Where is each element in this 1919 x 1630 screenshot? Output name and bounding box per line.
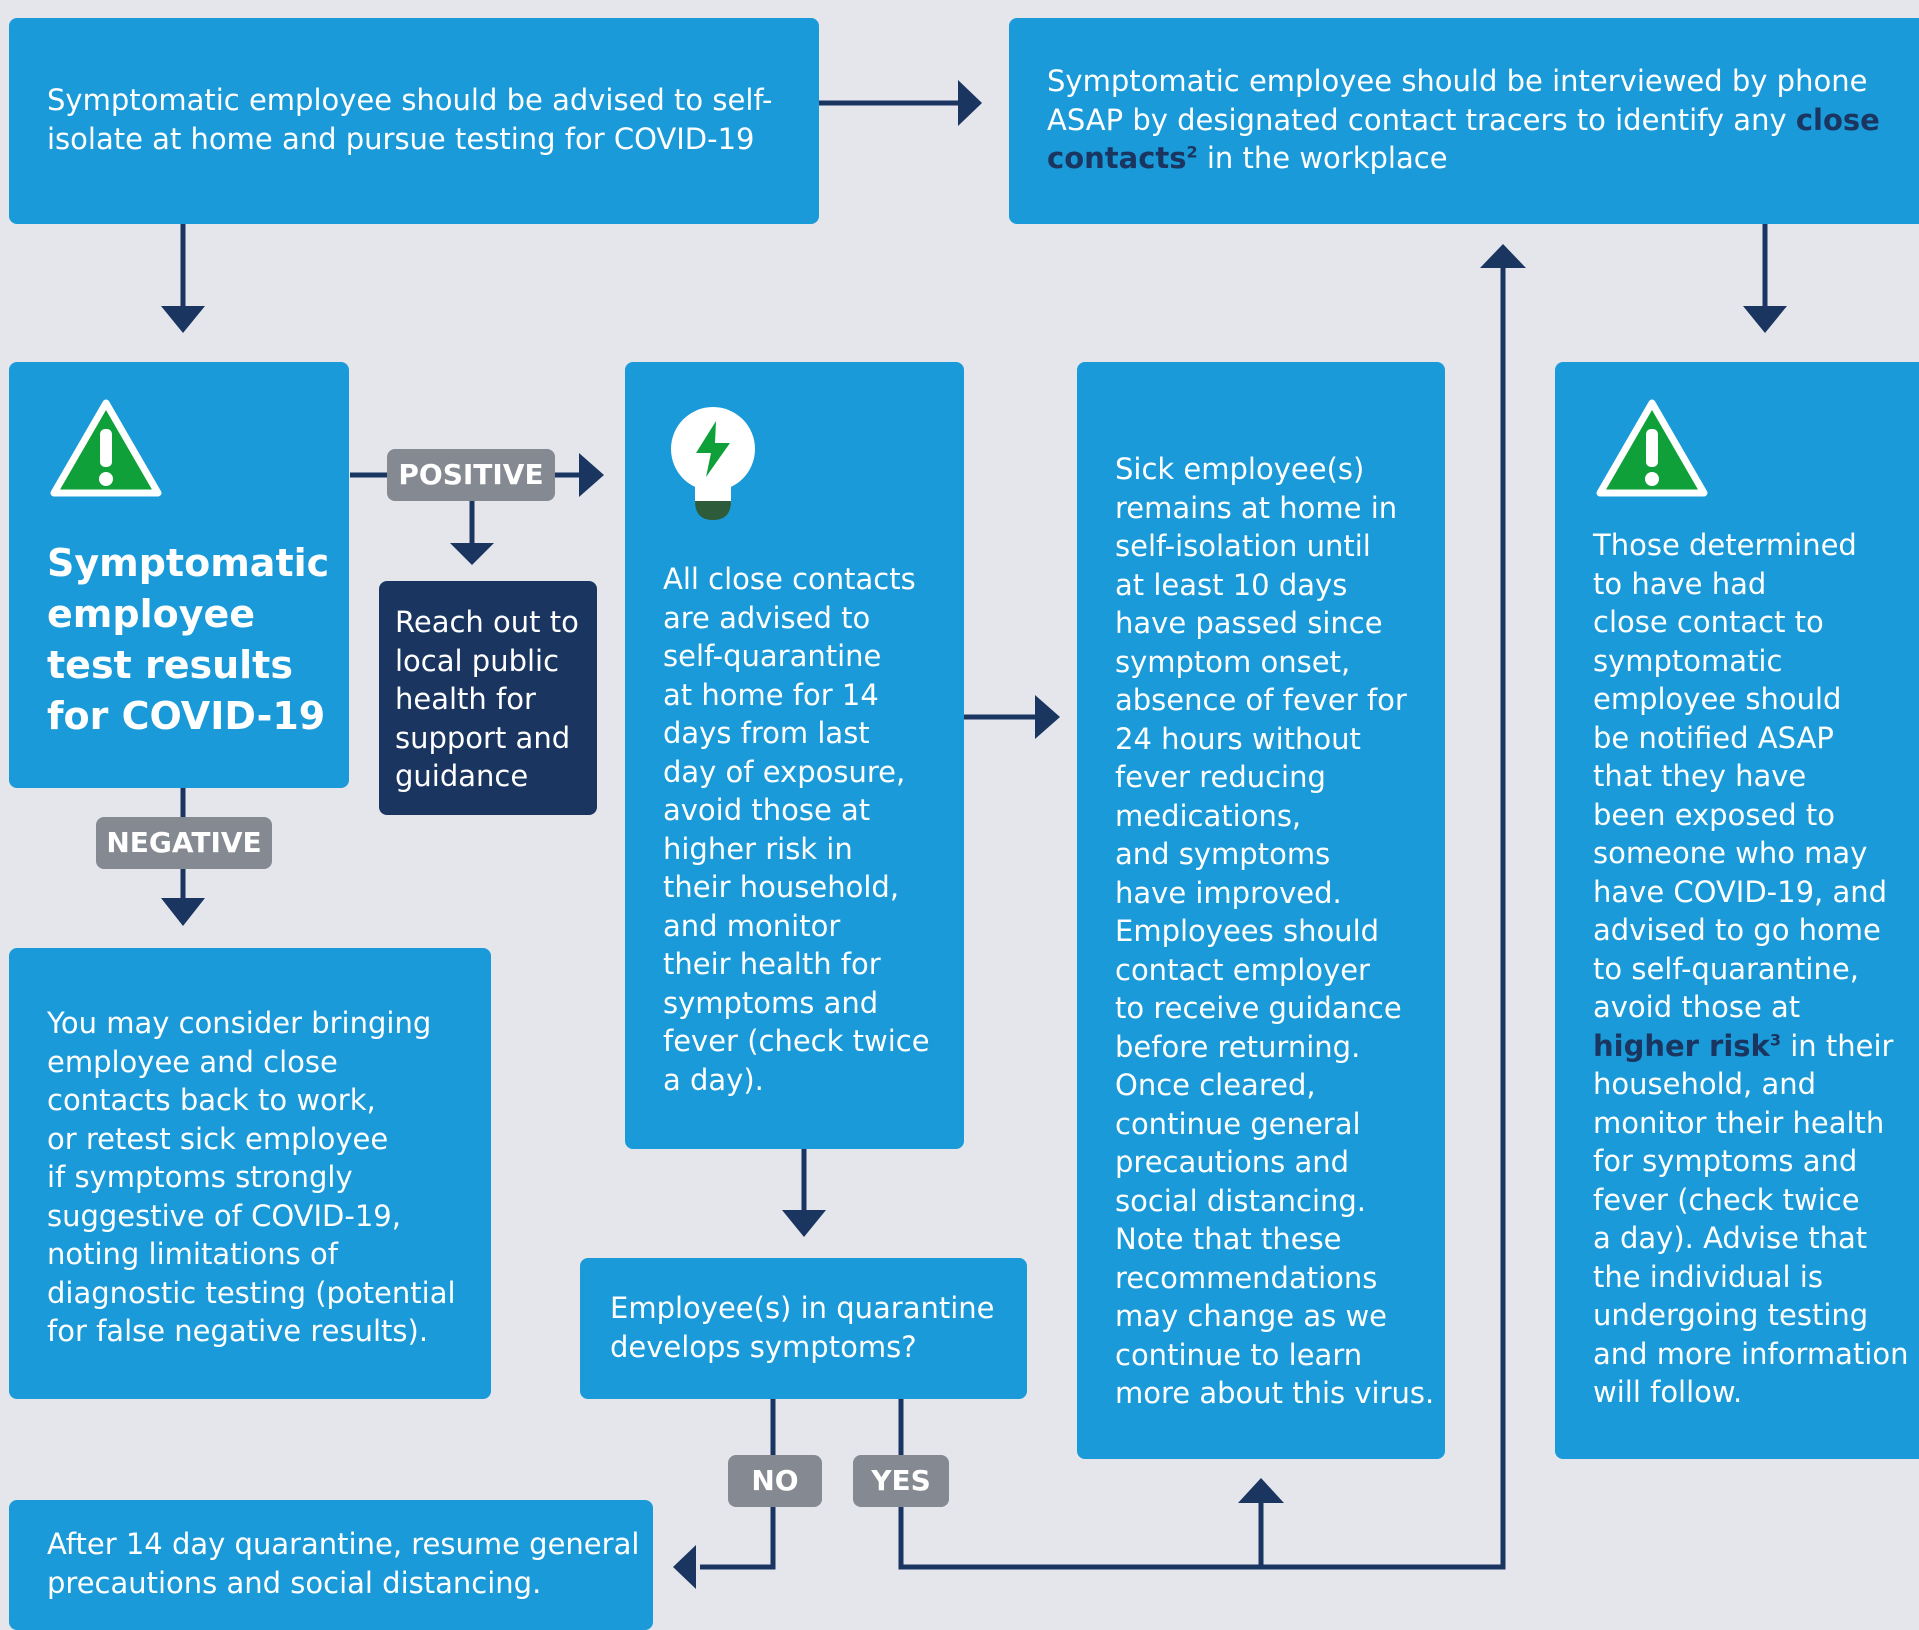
box-notify-close-contacts: Those determined to have had close conta…	[1555, 362, 1919, 1459]
box-reach-out-public-health: Reach out to local public health for sup…	[379, 581, 597, 815]
arrowhead	[1035, 695, 1060, 739]
quarantine-question-text: Employee(s) in quarantine develops sympt…	[610, 1291, 995, 1364]
higher-risk-term: higher risk	[1593, 1028, 1770, 1063]
lightbulb-icon	[671, 407, 755, 520]
arrowhead	[579, 453, 604, 497]
box-self-isolate: Symptomatic employee should be advised t…	[9, 18, 819, 224]
arrowhead	[673, 1545, 696, 1589]
box-contact-tracer-interview: Symptomatic employee should be interview…	[1009, 18, 1919, 224]
arrowhead	[450, 543, 494, 565]
box-test-results: Symptomatic employee test results for CO…	[9, 362, 349, 788]
box-interview-text: Symptomatic employee should be interview…	[1047, 64, 1880, 175]
footnote-2: 2	[1186, 142, 1198, 162]
reach-out-text: Reach out to local public health for sup…	[395, 605, 579, 793]
box-resume-precautions: After 14 day quarantine, resume general …	[9, 1500, 653, 1630]
box-sick-employee-isolation: Sick employee(s) remains at home in self…	[1077, 362, 1445, 1459]
test-results-title: Symptomatic employee test results for CO…	[47, 541, 330, 738]
arrowhead	[1480, 244, 1526, 268]
close-contacts-text: All close contacts are advised to self-q…	[663, 562, 930, 1097]
arrowhead	[782, 1210, 826, 1237]
label-positive: POSITIVE	[387, 449, 555, 501]
arrowhead	[1238, 1478, 1284, 1503]
arrowhead	[958, 80, 982, 126]
box-close-contacts-quarantine: All close contacts are advised to self-q…	[625, 362, 964, 1149]
label-negative: NEGATIVE	[96, 817, 272, 869]
arrowhead	[161, 306, 205, 333]
resume-text: After 14 day quarantine, resume general …	[47, 1527, 640, 1600]
sick-employee-text: Sick employee(s) remains at home in self…	[1115, 452, 1435, 1410]
box-quarantine-symptoms-question: Employee(s) in quarantine develops sympt…	[580, 1258, 1027, 1399]
warning-triangle-icon	[50, 399, 162, 497]
footnote-3: 3	[1769, 1029, 1781, 1049]
notify-text: Those determined to have had close conta…	[1593, 528, 1909, 1409]
warning-triangle-icon	[1596, 399, 1708, 497]
arrowhead	[161, 898, 205, 926]
box-negative-result: You may consider bringing employee and c…	[9, 948, 491, 1399]
negative-result-text: You may consider bringing employee and c…	[47, 1006, 456, 1348]
arrowhead	[1743, 306, 1787, 333]
close-contacts-term: close	[1795, 102, 1880, 137]
box-self-isolate-text: Symptomatic employee should be advised t…	[47, 83, 773, 156]
label-yes: YES	[853, 1455, 949, 1507]
label-no: NO	[728, 1455, 822, 1507]
